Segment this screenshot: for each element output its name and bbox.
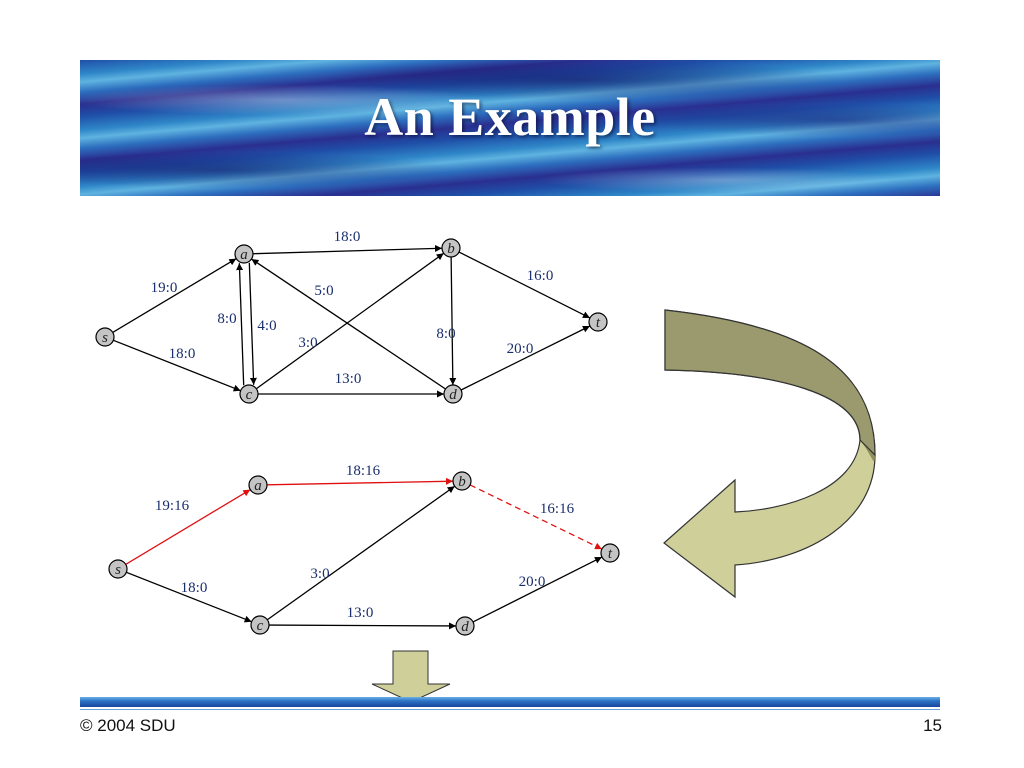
edge-label-s-a: 19:16 <box>155 498 190 514</box>
edge-d-a <box>251 258 446 390</box>
edge-c-d <box>268 622 457 630</box>
edge-a-b <box>266 477 454 486</box>
node-a <box>248 475 268 495</box>
edge-label-c-b: 3:0 <box>298 335 317 351</box>
edge-b-d <box>449 256 457 386</box>
node-label-t: t <box>608 546 613 562</box>
node-label-c: c <box>246 387 253 403</box>
footer-page-number: 15 <box>923 716 942 735</box>
node-label-d: d <box>449 387 457 403</box>
node-label-d: d <box>461 619 469 635</box>
edge-b-t <box>469 484 603 550</box>
footer-bar <box>80 697 940 710</box>
edge-label-s-a: 19:0 <box>151 280 178 296</box>
edge-label-b-d: 8:0 <box>436 326 455 342</box>
flow-network-1: 19:0 18:0 18:0 16:0 8:0 4:0 5:0 3:0 8:0 13:0 20:0 s… <box>95 229 608 404</box>
edge-c-b <box>255 252 445 390</box>
flow-networks: 19:0 18:0 18:0 16:0 8:0 4:0 5:0 3:0 8:0 13:0 20:0 s… <box>95 229 620 636</box>
edge-s-c <box>126 571 252 623</box>
node-label-a: a <box>240 247 248 263</box>
edge-label-a-b: 18:0 <box>334 229 361 245</box>
curved-arrow-band <box>664 309 876 457</box>
edge-label-d-a: 5:0 <box>314 283 333 299</box>
footer-copyright: © 2004 SDU <box>80 716 176 735</box>
edge-c-a <box>236 263 245 386</box>
node-a <box>234 244 254 264</box>
edge-d-t <box>472 556 603 623</box>
edge-label-b-t: 16:16 <box>540 501 575 517</box>
node-label-b: b <box>447 241 455 257</box>
edge-label-d-t: 20:0 <box>507 341 534 357</box>
title-banner: An Example <box>80 60 940 196</box>
node-s <box>95 327 115 347</box>
node-t <box>588 312 608 332</box>
node-label-b: b <box>458 474 466 490</box>
edge-label-a-b: 18:16 <box>346 463 381 479</box>
node-s <box>108 559 128 579</box>
edge-label-c-b: 3:0 <box>310 566 329 582</box>
node-b <box>441 238 461 258</box>
edge-label-c-d: 13:0 <box>347 605 374 621</box>
node-label-c: c <box>257 618 264 634</box>
edge-a-b <box>252 244 443 255</box>
slide-title: An Example <box>364 87 656 147</box>
node-b <box>452 471 472 491</box>
node-label-t: t <box>596 315 601 331</box>
edge-b-t <box>458 251 591 319</box>
node-label-a: a <box>254 478 262 494</box>
edge-d-t <box>460 325 591 391</box>
edge-s-a <box>125 489 251 565</box>
node-label-s: s <box>102 330 108 346</box>
edge-label-s-c: 18:0 <box>181 580 208 596</box>
edge-label-d-t: 20:0 <box>519 574 546 590</box>
node-d <box>443 384 463 404</box>
node-label-s: s <box>115 562 121 578</box>
edge-s-a <box>112 258 237 333</box>
node-c <box>250 615 270 635</box>
edge-c-b <box>266 485 456 621</box>
edge-label-c-d: 13:0 <box>335 371 362 387</box>
edge-label-a-c: 8:0 <box>217 311 236 327</box>
down-arrow <box>371 650 451 703</box>
edge-s-c <box>113 339 241 392</box>
edge-a-c <box>248 262 257 385</box>
flow-network-2: 19:16 18:16 16:16 18:0 3:0 13:0 20:0 s a b t c d <box>108 463 620 636</box>
node-d <box>455 616 475 636</box>
node-c <box>239 384 259 404</box>
edge-label-b-t: 16:0 <box>527 268 554 284</box>
node-t <box>600 543 620 563</box>
edge-label-s-c: 18:0 <box>169 346 196 362</box>
edge-label-c-a: 4:0 <box>257 318 276 334</box>
